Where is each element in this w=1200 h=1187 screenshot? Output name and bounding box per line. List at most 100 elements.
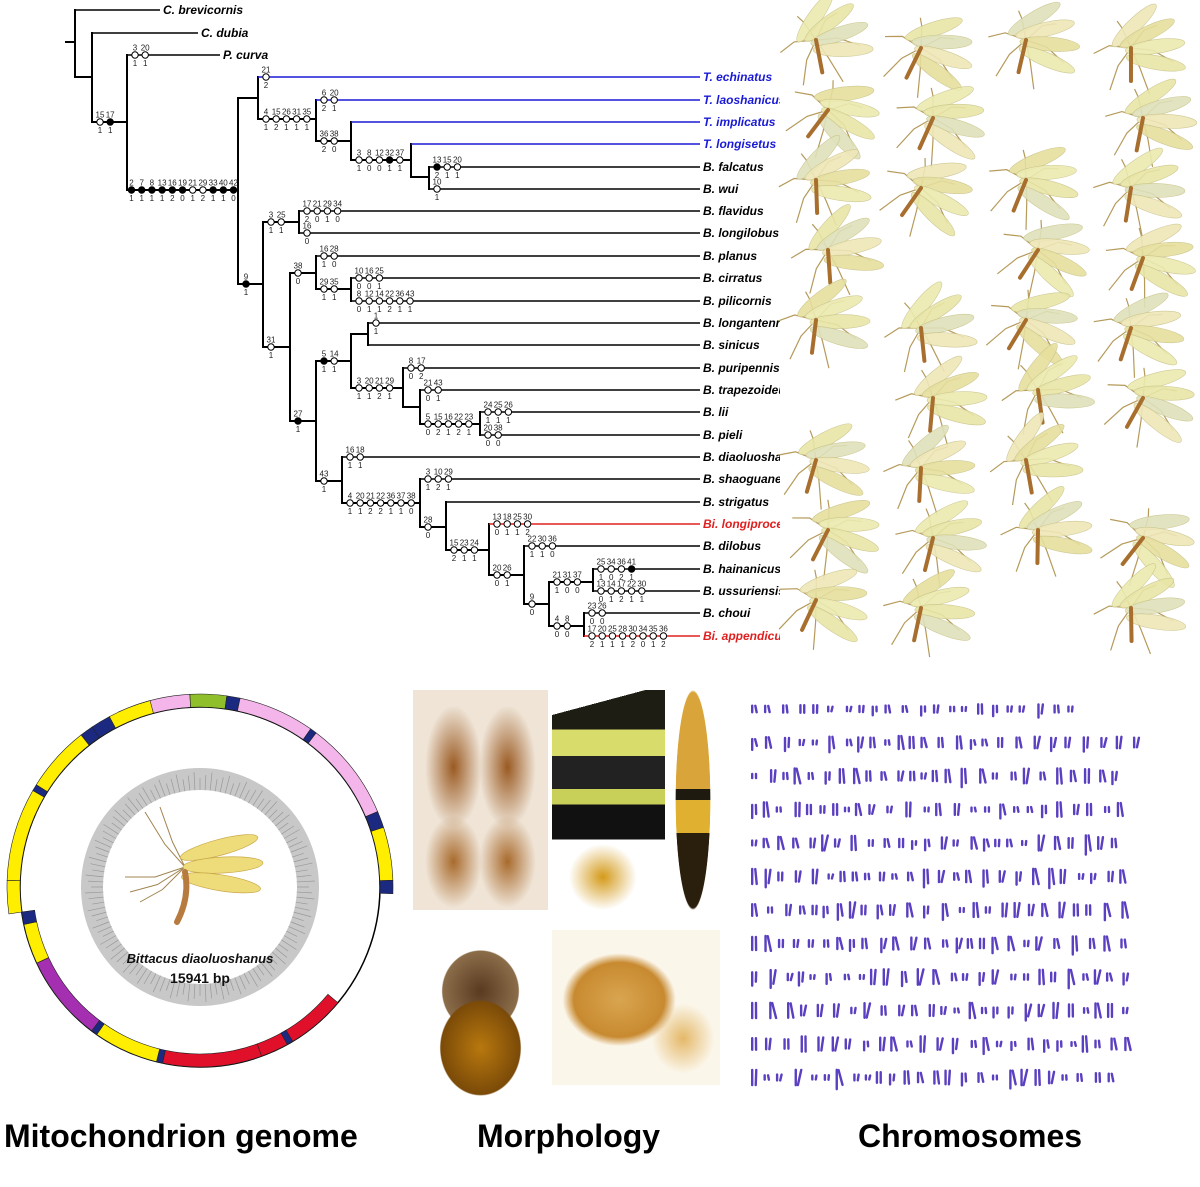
specimen-leg (125, 866, 186, 878)
chromosome (765, 801, 770, 818)
specimen-wing (1136, 255, 1196, 275)
chromosome (811, 939, 815, 948)
chromosome (1052, 736, 1058, 749)
chromosome (859, 736, 865, 749)
specimen-leg (997, 249, 1039, 275)
chromosome (798, 905, 802, 915)
character-number: 42 (229, 179, 238, 188)
chromosome (797, 870, 802, 883)
character-number: 29 (444, 468, 453, 477)
chromosome (827, 1074, 831, 1081)
chromosome (940, 836, 944, 850)
chromosome (1020, 839, 1024, 847)
taxon-label: B. longilobus (703, 226, 779, 240)
character-number: 16 (346, 446, 355, 455)
mitochondrial-genome-map (6, 693, 394, 1068)
character-marker (148, 186, 156, 194)
specimen-photo (780, 0, 874, 86)
chromosome (814, 868, 819, 885)
character-marker (320, 285, 328, 293)
chromosome (926, 905, 930, 915)
character-marker (330, 252, 338, 260)
chromosome (982, 838, 986, 852)
character-marker (189, 186, 197, 194)
chromosome (799, 704, 802, 714)
taxon-label: B. dilobus (703, 539, 761, 553)
chromosome (770, 906, 774, 914)
chromosome (944, 1069, 947, 1086)
specimen-leg (783, 459, 817, 495)
chromosome (754, 1001, 758, 1020)
specimen-leg (1022, 389, 1039, 435)
chromosome (1110, 870, 1115, 883)
chromosome (1059, 767, 1063, 785)
chromosome (887, 704, 892, 714)
chromosome (923, 806, 926, 813)
chromosome (885, 968, 890, 986)
character-state: 0 (575, 586, 580, 595)
character-marker (372, 319, 380, 327)
chromosome (884, 739, 887, 746)
chromosome (1010, 973, 1013, 981)
chromosome (966, 937, 970, 950)
character-state: 1 (357, 164, 362, 173)
character-state: 1 (269, 351, 274, 360)
character-number: 33 (209, 179, 218, 188)
chromosome (1055, 1001, 1060, 1020)
chromosome (1012, 806, 1016, 813)
chromosome (787, 1038, 790, 1050)
character-number: 35 (649, 625, 658, 634)
specimen-abdomen (1128, 46, 1133, 83)
chromosome (1026, 1003, 1033, 1018)
chromosome (1105, 972, 1109, 982)
chromosome (1106, 1002, 1110, 1019)
gc-skew-tick (286, 837, 298, 844)
chromosome (1124, 1036, 1127, 1052)
chromosome (1121, 901, 1124, 919)
gc-skew-tick (92, 901, 105, 905)
chromosome (955, 735, 959, 750)
chromosome (932, 704, 936, 714)
chromosome (981, 971, 986, 983)
chromosome (866, 1040, 870, 1048)
chromosome (1096, 1002, 1102, 1019)
character-number: 17 (617, 580, 626, 589)
chromosome (1049, 736, 1053, 753)
chromosome (1101, 769, 1107, 783)
chromosome (1107, 1072, 1110, 1083)
character-number: 3 (269, 211, 274, 220)
chromosome (1022, 1068, 1029, 1087)
chromosome (754, 803, 758, 816)
chromosome (1062, 868, 1067, 885)
specimen-abdomen (928, 396, 935, 433)
chromosome (890, 1036, 893, 1052)
character-state: 1 (357, 392, 362, 401)
character-state: 1 (515, 528, 520, 537)
chromosome (811, 739, 815, 746)
chromosome (775, 1073, 779, 1082)
chromosome (792, 837, 795, 849)
chromosome (769, 769, 773, 783)
chromosome (900, 734, 905, 751)
character-marker (262, 115, 270, 123)
character-marker (638, 587, 646, 595)
character-number: 21 (366, 492, 375, 501)
gc-skew-tick (268, 809, 278, 819)
character-state: 0 (335, 215, 340, 224)
chromosome (1085, 904, 1088, 916)
chromosome (1069, 769, 1073, 783)
chromosome (937, 736, 940, 749)
character-state: 1 (294, 123, 299, 132)
chromosome (832, 1003, 836, 1018)
specimen-wing (909, 440, 967, 468)
chromosome (927, 806, 930, 813)
chromosome (1126, 1036, 1132, 1052)
chromosome (797, 971, 801, 987)
gc-skew-tick (278, 943, 289, 952)
character-state: 1 (506, 416, 511, 425)
character-state: 1 (108, 126, 113, 135)
character-state: 0 (495, 528, 500, 537)
specimen-wing (914, 604, 976, 620)
chromosome (884, 704, 887, 714)
specimen-photo (989, 146, 1079, 230)
